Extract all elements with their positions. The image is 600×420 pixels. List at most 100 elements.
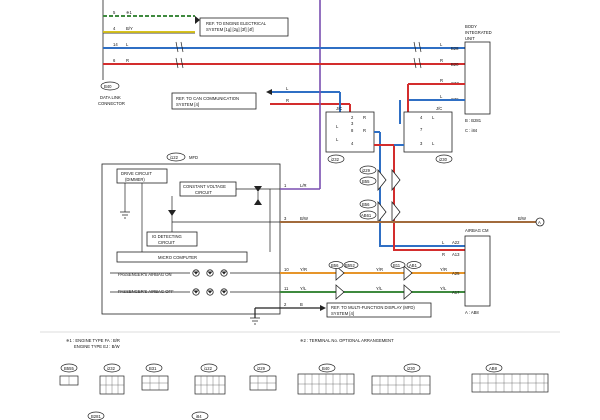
pin-14-label: 14 [113,42,118,47]
bottom-conn-i230: i230 [407,366,416,371]
mfd-pin-11: 11 [284,286,289,291]
bottom-conn-b31: B31 [149,366,157,371]
pin-b28: B28 [451,46,459,51]
wire-bw-label: B/W [300,216,308,221]
note-1b: ENGINE TYPE EJ : B/W [74,344,120,349]
jc-right-connector-oval [435,154,453,164]
mfd-pin-2: 2 [284,302,287,307]
splice-mark-1 [175,41,184,53]
bottom-conn-i122: i122 [204,366,213,371]
mfd-diode-2 [254,186,262,192]
wire-l-to-a22 [379,132,465,247]
micro-computer-label: MICRO COMPUTER [158,255,197,260]
wire-a13-label: R [442,252,445,257]
jc-left-r2-label: R [363,128,366,133]
pin-b20: B20 [451,62,459,67]
jc-right-connector-id: i230 [439,157,448,162]
wire-lr-label: L/R [300,183,307,188]
wire-yr-right-label: Y/R [440,267,447,272]
conn-b56: B56 [362,202,370,207]
conn-ab61-oval [359,210,377,220]
wire-r-to-a13 [393,145,465,251]
bottom-connector-ids: B555 i232 B31 i122 i229 B40 i230 AB8 B28… [60,363,503,420]
ref-engine-line2: SYSTEM [1g] [2g] [3f] [4f] [206,27,253,32]
jc-left-pin-2: 8 [351,128,354,133]
conn-b11-oval [390,261,406,269]
wire-yl-label: Y/L [300,286,307,291]
conn-b11: B11 [393,263,401,268]
ref-mfd-arrow [320,305,326,311]
jc-left-l-label: L [336,124,339,129]
node-a-circle [535,217,545,227]
jc-left-pin-3: 4 [351,141,354,146]
airbag-cm-label: AIRBAG CM [465,228,489,233]
conn-i229: i229 [362,168,371,173]
drive-circuit-line1: DRIVE CIRCUIT [121,171,152,176]
ref-can-line2: SYSTEM [4] [176,102,199,107]
wire-r-c37-label: R [440,78,443,83]
ref-can-line1: REF. TO CAN COMMUNICATION [176,96,239,101]
ig-detecting-line2: CIRCUIT [158,240,175,245]
mid-connector-group [377,168,401,224]
airbag-signal-connectors [335,265,413,300]
conn-b552: B552 [345,263,355,268]
conn-b552-oval [343,261,359,269]
splice-mark-4 [413,57,422,69]
bottom-conn-i84: i84 [196,414,202,419]
ref-mfd-line1: REF. TO MULTI-FUNCTION DISPLAY (MFD) [331,305,415,310]
jc-left-label: J/C [336,106,342,111]
conn-ab61: AB61 [361,213,372,218]
data-link-label-1: DATA LINK [100,95,121,100]
bottom-connector-cells [68,374,548,394]
mfd-pin-3: 3 [284,216,287,221]
bottom-conn-b281: B281 [91,414,101,419]
wire-can-l-label: L [286,86,289,91]
mfd-connector-oval [166,152,186,162]
jc-left-r-label: R [363,115,366,120]
bottom-conn-i232: i232 [107,366,116,371]
ig-detecting-line1: IG DETECTING [152,234,182,239]
jc-left-box [325,111,375,153]
wire-r-b20-label: R [440,58,443,63]
splice-mark-2 [175,57,184,69]
jc-left-l2-label: L [336,137,339,142]
jc-right-pin-3: 3 [420,141,423,146]
conn-b56b-oval [328,261,344,269]
jc-right-label: J/C [436,106,442,111]
pass-airbag-on-label: PASSENGER'S AIRBAG ON [118,272,172,277]
wire-can-r-label: R [286,98,289,103]
ref-engine-line1: REF. TO ENGINE ELECTRICAL [206,21,267,26]
body-unit-label-3: UNIT [465,36,475,41]
ref-engine-arrow [195,16,200,24]
airbag-off-leds [192,288,228,296]
mfd-connector-id: i122 [170,155,179,160]
constant-voltage-line1: CONSTANT VOLTAGE [183,184,226,189]
jc-left-pin-1: 2 [351,115,354,120]
micro-computer-box [116,251,248,263]
note-2: ✵2 : TERMINAL No. OPTIONAL ARRANGEMENT [300,338,394,343]
ground-symbol [250,317,260,325]
note-1a: ✵1 : ENGINE TYPE FA : B/R [66,338,120,343]
ref-mfd-box [326,302,432,318]
node-a-label: A [538,220,541,225]
mfd-diode-3 [254,199,262,205]
pin-a25: A25 [452,271,460,276]
conn-i229-oval [359,165,377,175]
mfd-pin-10: 10 [284,267,289,272]
body-unit-label-2: INTEGRATED [465,30,492,35]
pin-6-label: 6 [113,58,116,63]
ref-engine-box [199,17,289,37]
wire-yl-mid-label: Y/L [376,286,383,291]
wire-yr-label: Y/R [300,267,307,272]
conn-ab1: AB1 [409,263,418,268]
wire-a22-label: L [442,240,445,245]
pin-a22: A22 [452,240,460,245]
wire-by-label: B/Y [126,26,133,31]
wire-r-6-label: R [126,58,129,63]
ref-mfd-line2: SYSTEM [4] [331,311,354,316]
pin-a13: A13 [452,252,460,257]
wire-yl-right-label: Y/L [440,286,447,291]
jc-right-l2-label: L [432,141,435,146]
jc-right-pin-2: 7 [420,127,423,132]
